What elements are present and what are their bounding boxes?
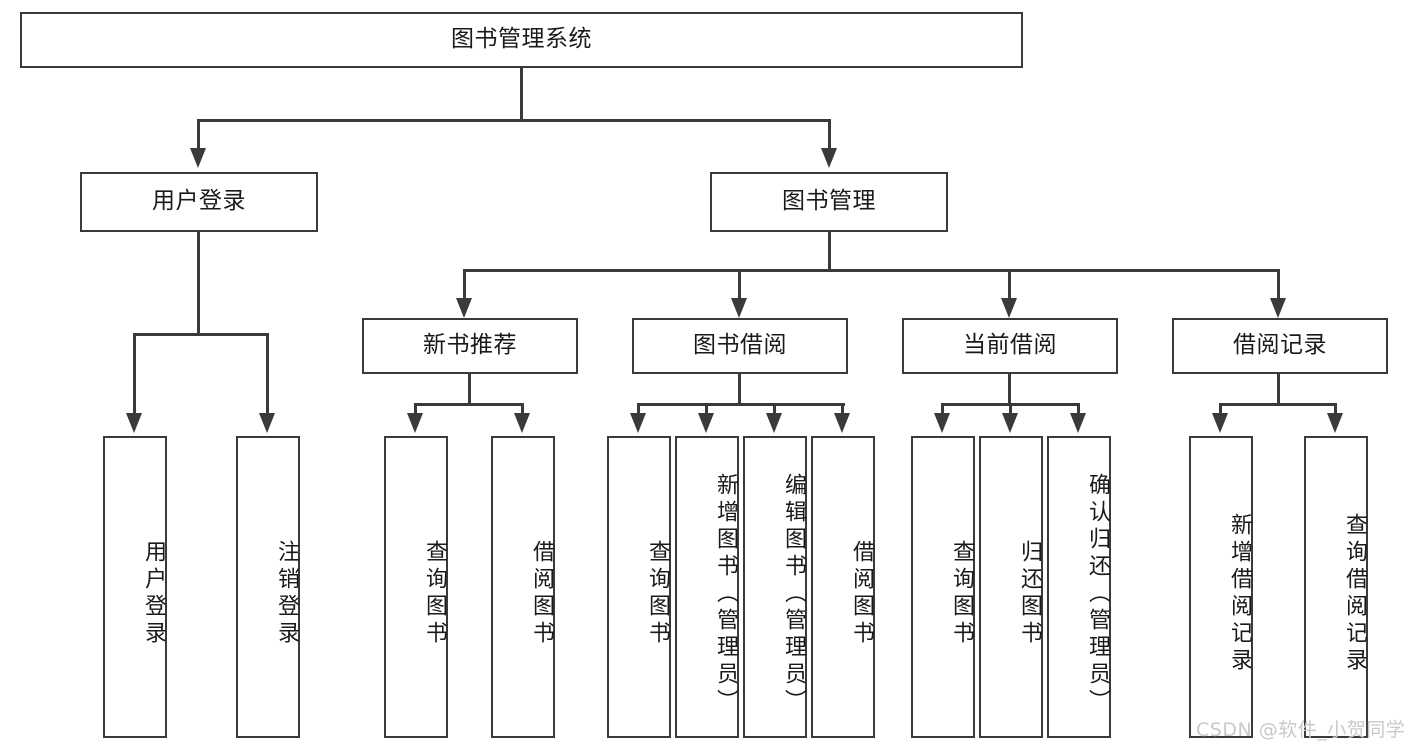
connector-br-drop-2: [1334, 403, 1337, 415]
leaf-borrow-record-2[interactable]: 查询借阅记录: [1304, 436, 1368, 738]
arrow-user-login-to-leaf-1: [126, 413, 142, 433]
node-label: 当前借阅: [963, 332, 1057, 359]
leaf-book-borrow-3[interactable]: 编辑图书（管理员）: [743, 436, 807, 738]
node-borrow-record[interactable]: 借阅记录: [1172, 318, 1388, 374]
watermark-text: CSDN @软件_小贺同学: [1196, 719, 1405, 741]
connector-nbr-stem: [468, 374, 471, 404]
arrow-root-to-book-management: [821, 148, 837, 168]
node-label: 查询图书: [422, 540, 447, 648]
arrow-bb-to-leaf-3: [766, 413, 782, 433]
leaf-user-login-2[interactable]: 注销登录: [236, 436, 300, 738]
arrow-bb-to-leaf-4: [834, 413, 850, 433]
connector-br-bus: [1219, 403, 1337, 406]
arrow-bb-to-leaf-2: [698, 413, 714, 433]
node-root-book-management-system[interactable]: 图书管理系统: [20, 12, 1023, 68]
connector-user-login-drop-2: [266, 333, 269, 415]
node-label: 图书管理: [782, 188, 876, 215]
connector-bm-drop-2: [738, 269, 741, 301]
node-label: 用户登录: [141, 540, 166, 648]
node-label: 查询图书: [645, 540, 670, 648]
watermark-csdn: CSDN @软件_小贺同学: [1196, 715, 1405, 742]
connector-user-login-bus: [133, 333, 269, 336]
connector-bb-drop-3: [773, 403, 776, 415]
node-label: 图书借阅: [693, 332, 787, 359]
connector-cb-stem: [1008, 374, 1011, 404]
arrow-br-to-leaf-2: [1327, 413, 1343, 433]
connector-bm-drop-4: [1277, 269, 1280, 301]
node-label: 归还图书: [1017, 540, 1042, 648]
node-label: 借阅图书: [849, 540, 874, 648]
node-book-borrow[interactable]: 图书借阅: [632, 318, 848, 374]
connector-cb-drop-1: [941, 403, 944, 415]
arrow-cb-to-leaf-2: [1002, 413, 1018, 433]
node-label: 借阅记录: [1233, 332, 1327, 359]
connector-user-login-stem: [197, 232, 200, 334]
connector-bb-bus: [637, 403, 845, 406]
connector-bb-stem: [738, 374, 741, 404]
leaf-new-book-2[interactable]: 借阅图书: [491, 436, 555, 738]
node-label: 新增图书（管理员）: [713, 472, 738, 716]
arrow-bm-to-borrow-record: [1270, 298, 1286, 318]
connector-nbr-drop-1: [414, 403, 417, 415]
node-new-book-recommend[interactable]: 新书推荐: [362, 318, 578, 374]
connector-bb-drop-4: [841, 403, 844, 415]
node-current-borrow[interactable]: 当前借阅: [902, 318, 1118, 374]
connector-nbr-bus: [414, 403, 524, 406]
connector-bb-drop-2: [705, 403, 708, 415]
leaf-new-book-1[interactable]: 查询图书: [384, 436, 448, 738]
connector-bm-drop-1: [463, 269, 466, 301]
leaf-current-borrow-3[interactable]: 确认归还（管理员）: [1047, 436, 1111, 738]
leaf-current-borrow-1[interactable]: 查询图书: [911, 436, 975, 738]
arrow-br-to-leaf-1: [1212, 413, 1228, 433]
connector-cb-drop-3: [1077, 403, 1080, 415]
arrow-nbr-to-leaf-1: [407, 413, 423, 433]
arrow-cb-to-leaf-3: [1070, 413, 1086, 433]
connector-cb-drop-2: [1009, 403, 1012, 415]
leaf-book-borrow-4[interactable]: 借阅图书: [811, 436, 875, 738]
leaf-borrow-record-1[interactable]: 新增借阅记录: [1189, 436, 1253, 738]
leaf-book-borrow-1[interactable]: 查询图书: [607, 436, 671, 738]
node-book-management[interactable]: 图书管理: [710, 172, 948, 232]
connector-bb-drop-1: [637, 403, 640, 415]
arrow-user-login-to-leaf-2: [259, 413, 275, 433]
node-user-login[interactable]: 用户登录: [80, 172, 318, 232]
arrow-bm-to-book-borrow: [731, 298, 747, 318]
node-label: 确认归还（管理员）: [1085, 472, 1110, 716]
arrow-root-to-user-login: [190, 148, 206, 168]
connector-root-bus: [197, 119, 831, 122]
arrow-bm-to-new-book: [456, 298, 472, 318]
connector-book-management-bus: [463, 269, 1280, 272]
leaf-user-login-1[interactable]: 用户登录: [103, 436, 167, 738]
node-label: 编辑图书（管理员）: [781, 472, 806, 716]
connector-br-drop-1: [1219, 403, 1222, 415]
connector-nbr-drop-2: [521, 403, 524, 415]
node-label: 新增借阅记录: [1227, 513, 1252, 675]
connector-user-login-drop-1: [133, 333, 136, 415]
arrow-bm-to-current-borrow: [1001, 298, 1017, 318]
arrow-cb-to-leaf-1: [934, 413, 950, 433]
connector-root-drop-1: [197, 119, 200, 150]
connector-root-drop-2: [828, 119, 831, 150]
connector-bm-drop-3: [1008, 269, 1011, 301]
node-label: 借阅图书: [529, 540, 554, 648]
connector-root-stem: [520, 68, 523, 120]
connector-br-stem: [1277, 374, 1280, 404]
node-label: 注销登录: [274, 540, 299, 648]
node-label: 用户登录: [152, 188, 246, 215]
leaf-current-borrow-2[interactable]: 归还图书: [979, 436, 1043, 738]
node-label: 新书推荐: [423, 332, 517, 359]
node-label: 图书管理系统: [451, 26, 592, 53]
node-label: 查询借阅记录: [1342, 513, 1367, 675]
node-label: 查询图书: [949, 540, 974, 648]
connector-book-management-stem: [828, 232, 831, 270]
arrow-nbr-to-leaf-2: [514, 413, 530, 433]
arrow-bb-to-leaf-1: [630, 413, 646, 433]
leaf-book-borrow-2[interactable]: 新增图书（管理员）: [675, 436, 739, 738]
